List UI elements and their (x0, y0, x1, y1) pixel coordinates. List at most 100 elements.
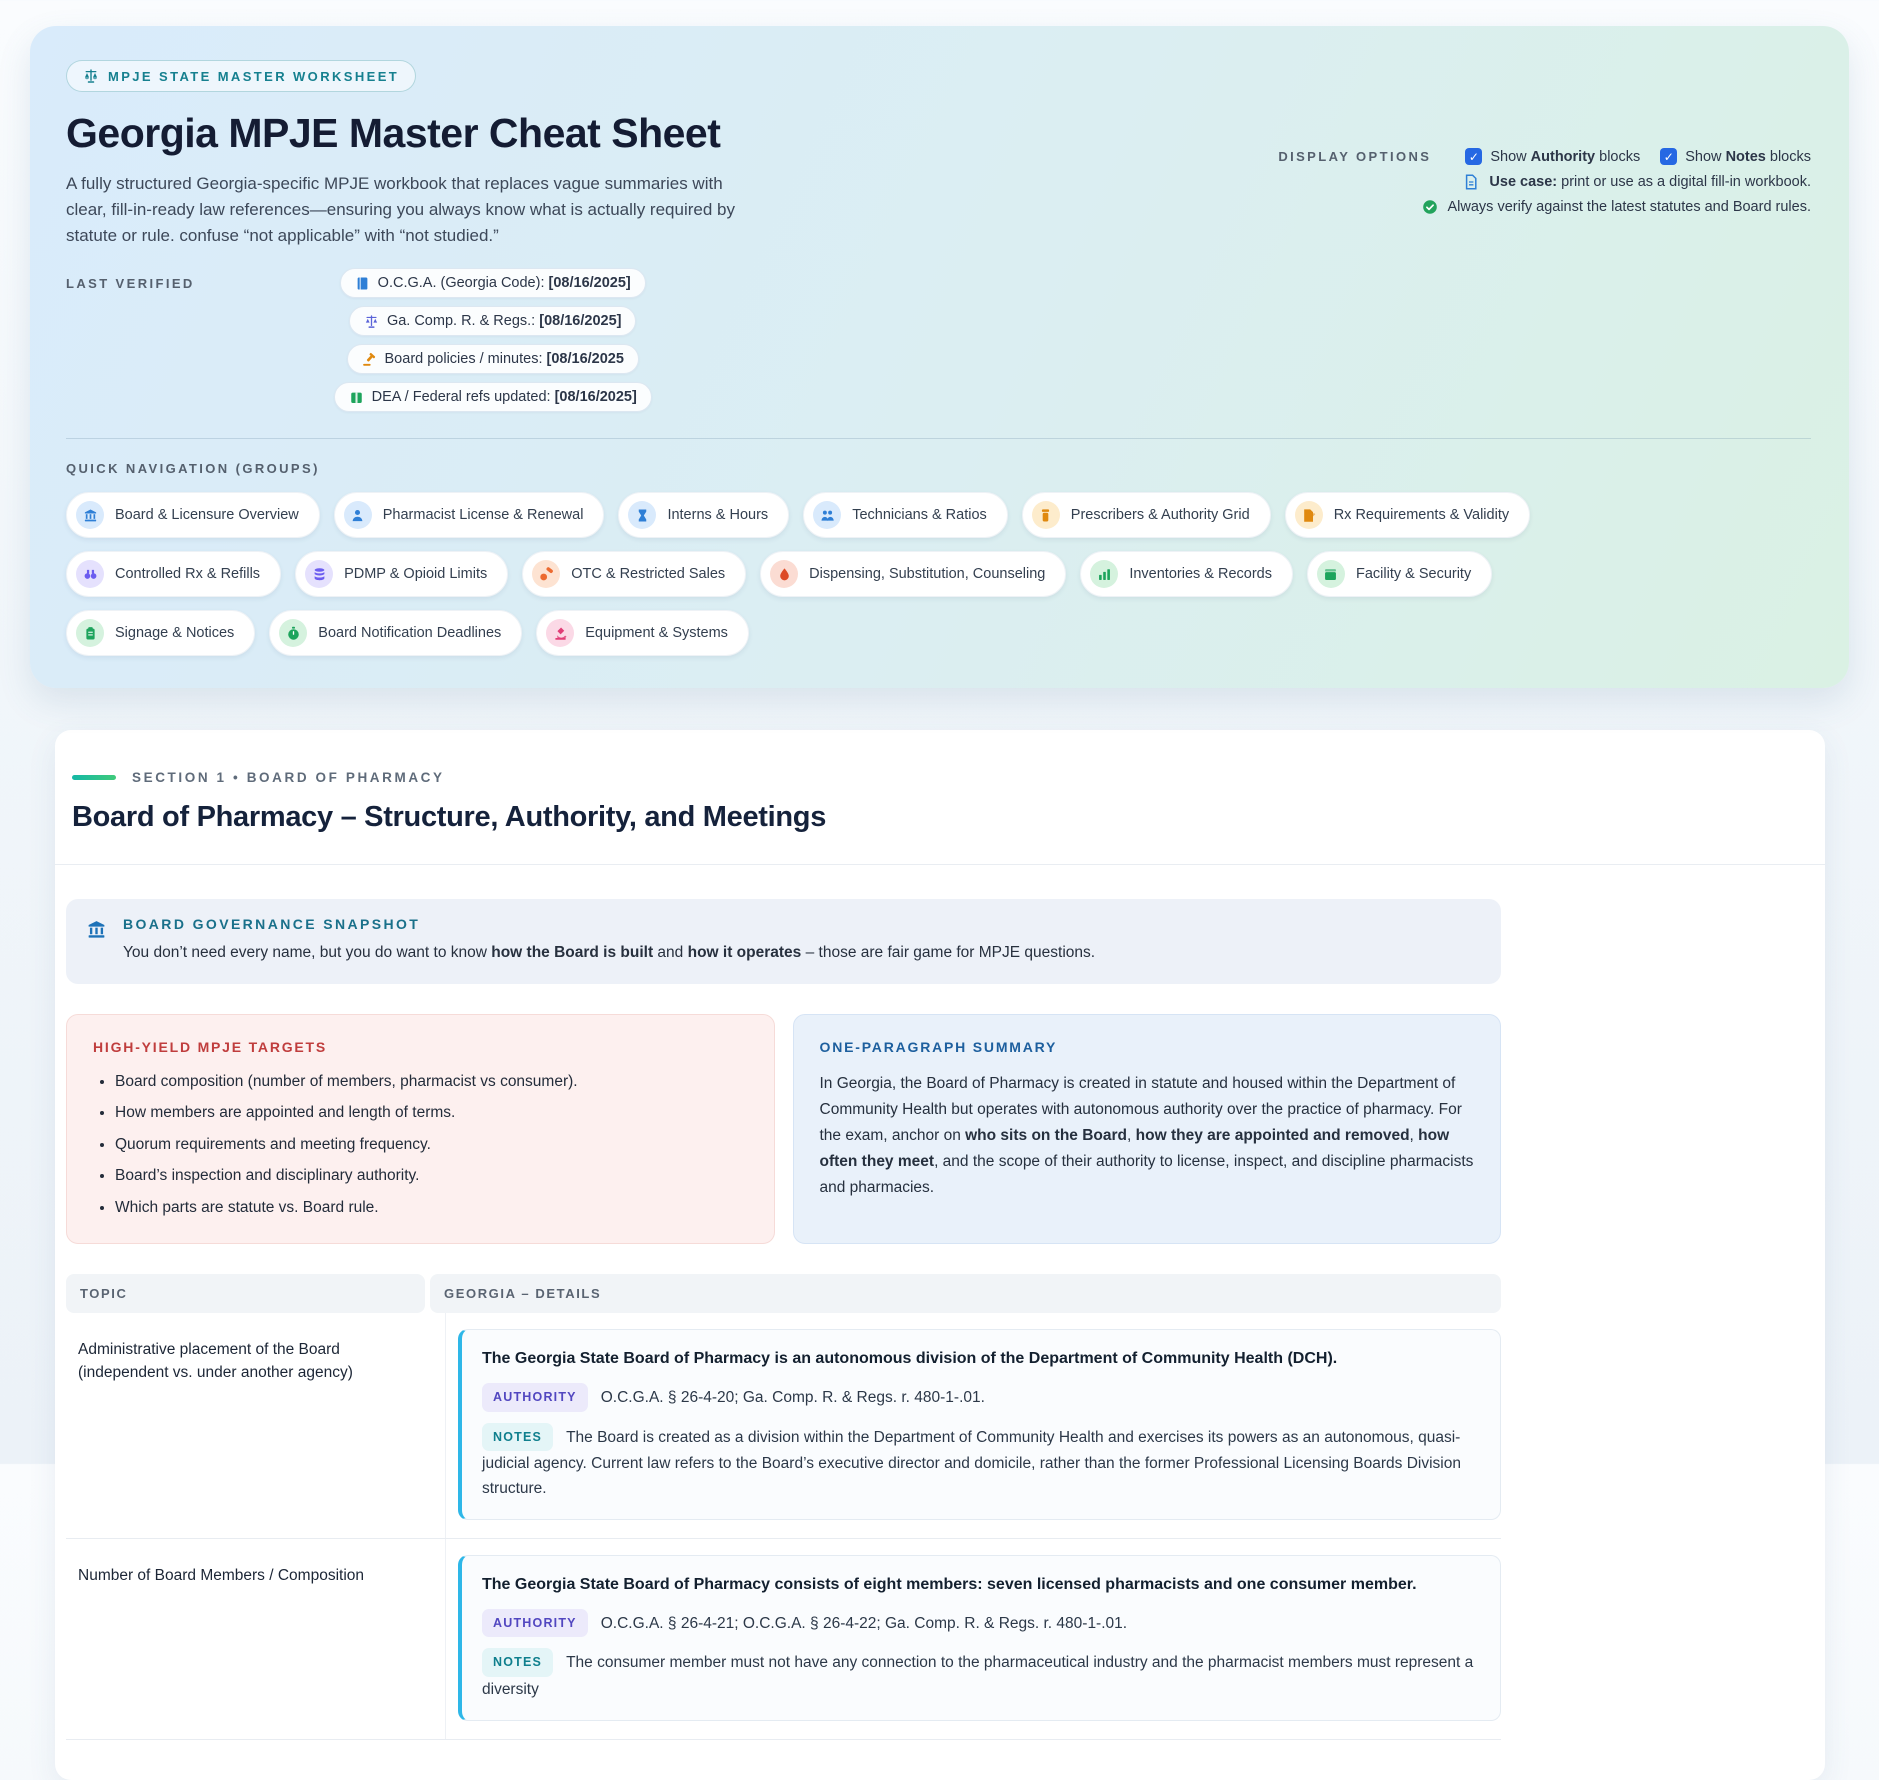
checkbox-checked-icon[interactable]: ✓ (1660, 148, 1678, 165)
topic-cell: Administrative placement of the Board (i… (66, 1313, 446, 1538)
targets-heading: HIGH-YIELD MPJE TARGETS (93, 1038, 328, 1055)
document-icon (1463, 174, 1479, 190)
nav-interns-hours[interactable]: Interns & Hours (618, 492, 790, 539)
target-item: Board’s inspection and disciplinary auth… (115, 1165, 748, 1187)
table-header: TOPIC GEORGIA – DETAILS (66, 1274, 1501, 1314)
nav-label: Prescribers & Authority Grid (1070, 507, 1250, 524)
targets-list: Board composition (number of members, ph… (93, 1071, 748, 1219)
nav-dispensing-substitution-counseling[interactable]: Dispensing, Substitution, Counseling (760, 551, 1067, 598)
authority-badge: AUTHORITY (482, 1609, 588, 1638)
stopwatch-icon (279, 619, 308, 648)
nav-board-licensure-overview[interactable]: Board & Licensure Overview (66, 492, 320, 539)
gavel-icon (362, 352, 377, 367)
microscope-icon (546, 619, 575, 648)
column-header-topic: TOPIC (66, 1274, 425, 1314)
nav-equipment-systems[interactable]: Equipment & Systems (536, 610, 749, 657)
nav-pdmp-opioid-limits[interactable]: PDMP & Opioid Limits (295, 551, 509, 598)
page-description: A fully structured Georgia-specific MPJE… (66, 174, 735, 245)
scales-icon (83, 68, 99, 84)
hero-divider (66, 438, 1811, 440)
nav-label: Technicians & Ratios (852, 507, 987, 524)
callout-text: You don’t need every name, but you do wa… (123, 944, 1096, 962)
verified-chip-text: Board policies / minutes: [08/16/2025 (384, 351, 624, 368)
nav-label: Controlled Rx & Refills (115, 566, 261, 583)
nav-controlled-rx-refills[interactable]: Controlled Rx & Refills (66, 551, 282, 598)
one-paragraph-summary-panel: ONE-PARAGRAPH SUMMARY In Georgia, the Bo… (792, 1013, 1501, 1245)
facility-icon (1316, 560, 1345, 589)
target-item: Quorum requirements and meeting frequenc… (115, 1134, 748, 1156)
nav-pharmacist-license-renewal[interactable]: Pharmacist License & Renewal (333, 492, 605, 539)
nav-label: OTC & Restricted Sales (571, 566, 726, 583)
section-dash (72, 775, 116, 781)
topic-cell: Number of Board Members / Composition (66, 1538, 446, 1739)
last-verified-row: LAST VERIFIED O.C.G.A. (Georgia Code): [… (66, 268, 773, 413)
book-icon (355, 276, 370, 291)
nav-rx-requirements-validity[interactable]: Rx Requirements & Validity (1284, 492, 1531, 539)
nav-otc-restricted-sales[interactable]: OTC & Restricted Sales (522, 551, 747, 598)
details-block: The Georgia State Board of Pharmacy is a… (458, 1329, 1501, 1520)
summary-text: In Georgia, the Board of Pharmacy is cre… (819, 1074, 1474, 1196)
show-notes-checkbox[interactable]: ✓ Show Notes blocks (1660, 148, 1811, 165)
section-card: SECTION 1 • BOARD OF PHARMACY Board of P… (55, 730, 1825, 1780)
pills-icon (532, 560, 561, 589)
header-left: MPJE STATE MASTER WORKSHEET Georgia MPJE… (66, 60, 773, 413)
nav-signage-notices[interactable]: Signage & Notices (66, 610, 256, 657)
table-row: Administrative placement of the Board (i… (66, 1313, 1501, 1539)
section-header: SECTION 1 • BOARD OF PHARMACY Board of P… (55, 730, 1825, 866)
show-authority-label: Show Authority blocks (1490, 148, 1641, 165)
bank-icon (86, 916, 107, 940)
nav-label: Board & Licensure Overview (115, 507, 299, 524)
verified-chip-text: O.C.G.A. (Georgia Code): [08/16/2025] (377, 275, 631, 292)
header-card: MPJE STATE MASTER WORKSHEET Georgia MPJE… (30, 26, 1849, 689)
bank-icon (76, 501, 104, 530)
nav-label: Facility & Security (1355, 566, 1472, 583)
inventory-icon (1090, 560, 1119, 589)
details-cell: The Georgia State Board of Pharmacy cons… (446, 1539, 1501, 1739)
nav-label: Board Notification Deadlines (318, 625, 502, 642)
target-item: Which parts are statute vs. Board rule. (115, 1197, 748, 1219)
quick-nav-label: QUICK NAVIGATION (GROUPS) (66, 461, 320, 477)
verified-chip-text: Ga. Comp. R. & Regs.: [08/16/2025] (386, 313, 622, 330)
quick-nav: Board & Licensure Overview Pharmacist Li… (66, 492, 1586, 657)
verified-chip-text: DEA / Federal refs updated: [08/16/2025] (371, 389, 637, 406)
section-title: Board of Pharmacy – Structure, Authority… (72, 801, 827, 834)
callout-label: BOARD GOVERNANCE SNAPSHOT (123, 916, 421, 933)
display-options: DISPLAY OPTIONS ✓ Show Authority blocks … (1278, 60, 1811, 215)
nav-technicians-ratios[interactable]: Technicians & Ratios (803, 492, 1008, 539)
nav-inventories-records[interactable]: Inventories & Records (1080, 551, 1293, 598)
display-options-label: DISPLAY OPTIONS (1278, 149, 1432, 164)
nav-label: PDMP & Opioid Limits (344, 566, 488, 583)
details-block: The Georgia State Board of Pharmacy cons… (458, 1554, 1501, 1721)
column-header-georgia-details: GEORGIA – DETAILS (430, 1274, 1501, 1314)
people-icon (813, 501, 842, 530)
nav-label: Dispensing, Substitution, Counseling (809, 566, 1046, 583)
notes-text: The Board is created as a division withi… (482, 1428, 1461, 1497)
worksheet-badge: MPJE STATE MASTER WORKSHEET (66, 60, 417, 92)
notes-text: The consumer member must not have any co… (482, 1654, 1474, 1698)
show-notes-label: Show Notes blocks (1685, 148, 1811, 165)
page-title: Georgia MPJE Master Cheat Sheet (66, 110, 721, 156)
verified-chip-regs: Ga. Comp. R. & Regs.: [08/16/2025] (348, 306, 637, 337)
notes-badge: NOTES (482, 1648, 554, 1677)
details-cell: The Georgia State Board of Pharmacy is a… (446, 1313, 1501, 1538)
target-item: Board composition (number of members, ph… (115, 1071, 748, 1093)
high-yield-targets-panel: HIGH-YIELD MPJE TARGETS Board compositio… (66, 1013, 775, 1245)
package-icon (349, 390, 364, 405)
nav-board-notification-deadlines[interactable]: Board Notification Deadlines (269, 610, 523, 657)
nav-label: Equipment & Systems (585, 625, 728, 642)
nav-prescribers-authority-grid[interactable]: Prescribers & Authority Grid (1021, 492, 1271, 539)
authority-badge: AUTHORITY (482, 1383, 588, 1412)
show-authority-checkbox[interactable]: ✓ Show Authority blocks (1465, 148, 1640, 165)
target-item: How members are appointed and length of … (115, 1102, 748, 1124)
notes-badge: NOTES (482, 1422, 554, 1451)
checkbox-checked-icon[interactable]: ✓ (1465, 148, 1483, 165)
use-case-note: Use case: print or use as a digital fill… (1489, 174, 1811, 190)
check-circle-icon (1422, 199, 1438, 215)
worksheet-badge-label: MPJE STATE MASTER WORKSHEET (108, 68, 400, 84)
nav-facility-security[interactable]: Facility & Security (1306, 551, 1493, 598)
verified-chip-dea: DEA / Federal refs updated: [08/16/2025] (333, 382, 652, 413)
details-lead: The Georgia State Board of Pharmacy is a… (482, 1350, 1338, 1368)
section-kicker: SECTION 1 • BOARD OF PHARMACY (72, 770, 1805, 785)
